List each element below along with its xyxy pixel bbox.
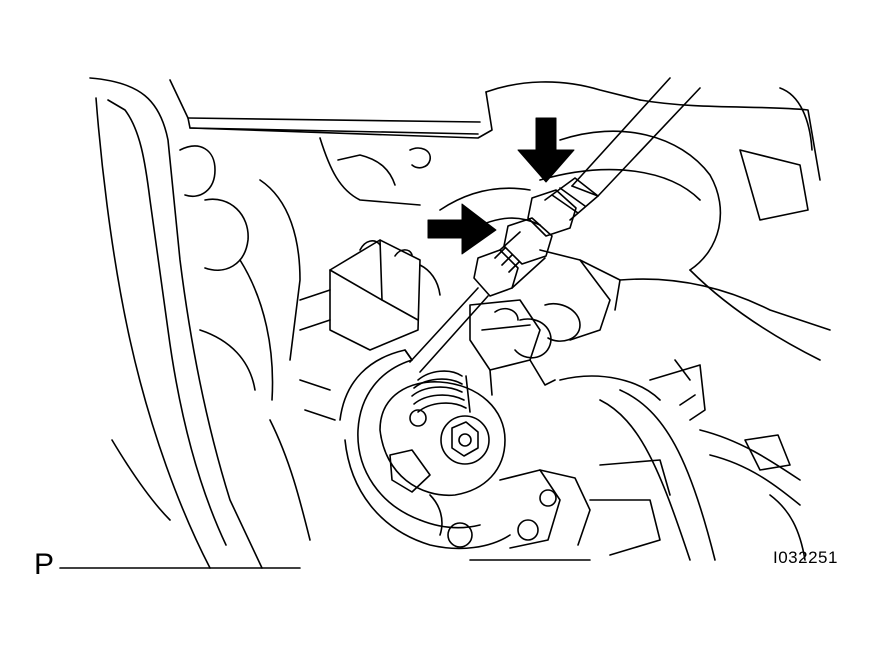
throttle-pulley — [339, 349, 511, 550]
return-spring — [411, 370, 471, 413]
left-mid-structure — [179, 145, 431, 541]
arrow-pointer-down-icon — [517, 117, 575, 183]
cable-sheath — [544, 77, 701, 221]
arrow-pointer-right-icon — [427, 203, 497, 255]
intake-pipe — [539, 130, 831, 361]
view-label: P — [34, 548, 55, 581]
left-body-panel — [59, 77, 301, 569]
figure-code: I032251 — [773, 548, 838, 567]
throttle-lever — [379, 381, 506, 548]
adjusting-nuts — [473, 189, 577, 297]
lower-fittings — [469, 459, 671, 561]
right-hoses — [559, 359, 806, 561]
throttle-body — [299, 239, 441, 351]
upper-frame — [169, 79, 821, 221]
inner-cable — [409, 287, 489, 373]
sensor-connector — [469, 299, 556, 396]
